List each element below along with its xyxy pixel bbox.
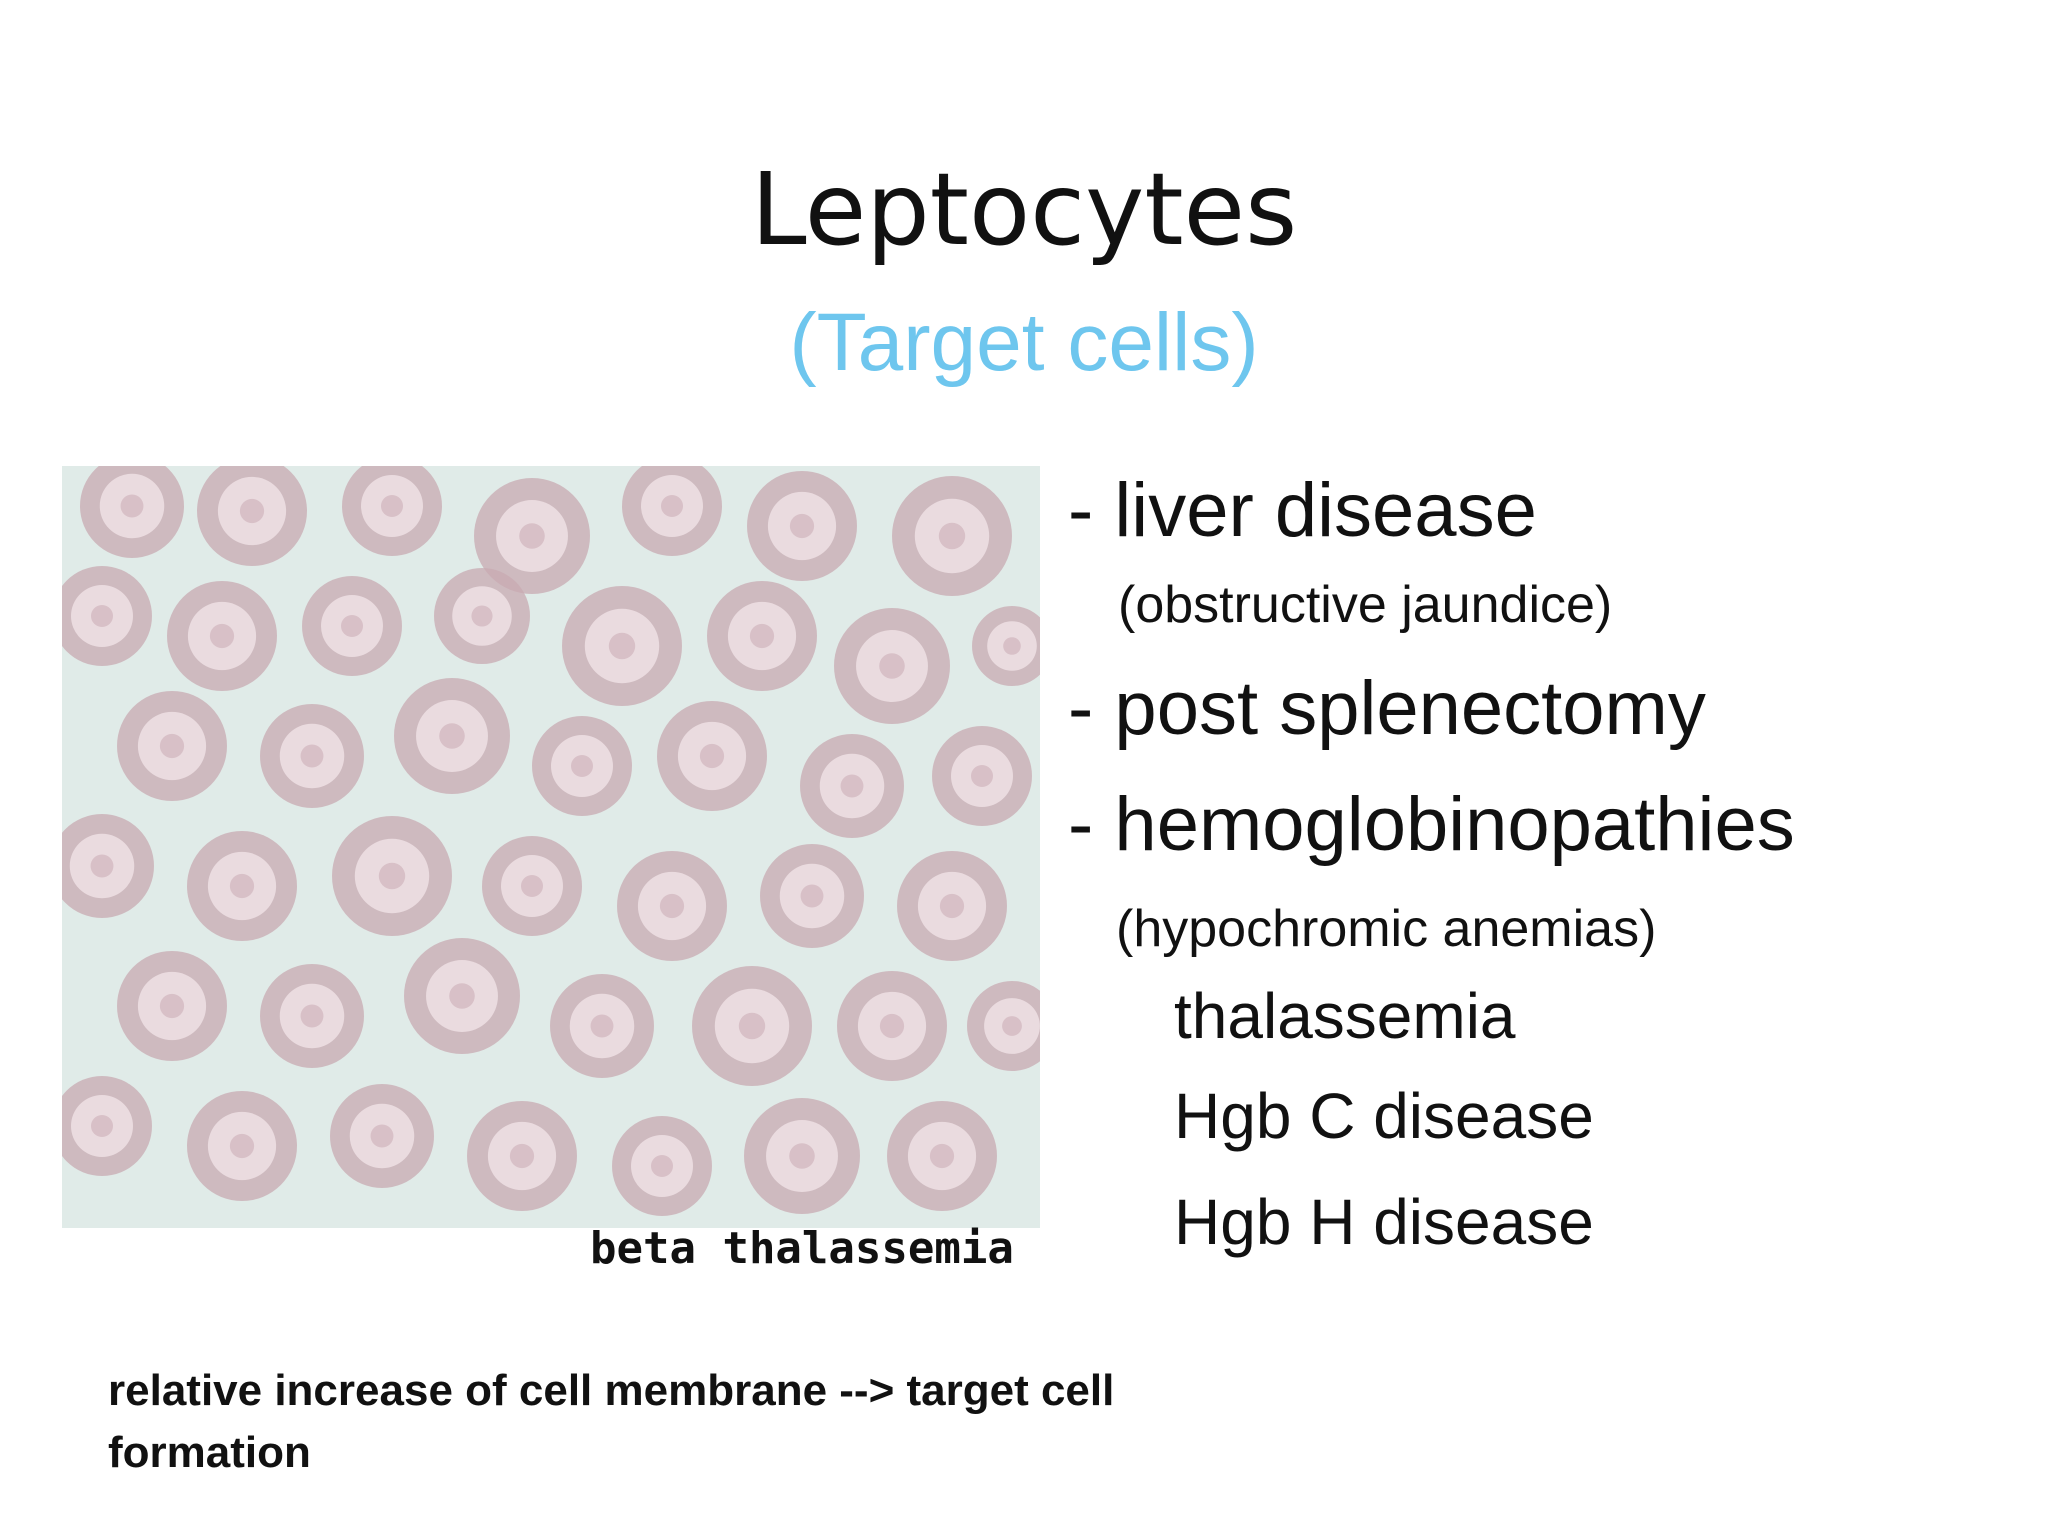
bullet-hgb-c-disease: Hgb C disease [1174, 1080, 1594, 1152]
red-blood-cell [744, 1098, 860, 1214]
bullet-obstructive-jaundice: (obstructive jaundice) [1118, 576, 1613, 634]
red-blood-cell [197, 466, 307, 566]
red-blood-cell [967, 981, 1040, 1071]
red-blood-cell [62, 1076, 152, 1176]
red-blood-cell [404, 938, 520, 1054]
red-blood-cell [532, 716, 632, 816]
bullet-hgb-h-disease: Hgb H disease [1174, 1186, 1594, 1258]
bullet-hemoglobinopathies: - hemoglobinopathies [1068, 782, 1795, 867]
red-blood-cell [837, 971, 947, 1081]
footer-line-2: formation [108, 1428, 311, 1477]
red-blood-cell [62, 814, 154, 918]
red-blood-cell [260, 704, 364, 808]
red-blood-cell [617, 851, 727, 961]
red-blood-cell [482, 836, 582, 936]
red-blood-cell [887, 1101, 997, 1211]
red-blood-cell [612, 1116, 712, 1216]
image-caption: beta thalassemia [590, 1223, 1014, 1274]
red-blood-cell [562, 586, 682, 706]
red-blood-cell [434, 568, 530, 664]
red-blood-cell [260, 964, 364, 1068]
red-blood-cell [187, 831, 297, 941]
red-blood-cell [62, 566, 152, 666]
footer-note: relative increase of cell membrane --> t… [108, 1360, 1288, 1484]
red-blood-cell [932, 726, 1032, 826]
bullet-liver-disease: - liver disease [1068, 468, 1537, 553]
red-blood-cell [394, 678, 510, 794]
red-blood-cell [550, 974, 654, 1078]
red-blood-cell [897, 851, 1007, 961]
red-blood-cell [747, 471, 857, 581]
slide-title: Leptocytes [750, 151, 1298, 268]
red-blood-cell [692, 966, 812, 1086]
blood-smear-micrograph [62, 466, 1040, 1228]
red-blood-cell [972, 606, 1040, 686]
red-blood-cell [117, 691, 227, 801]
footer-line-1: relative increase of cell membrane --> t… [108, 1366, 1115, 1415]
red-blood-cell [167, 581, 277, 691]
red-blood-cell [187, 1091, 297, 1201]
blood-smear-image [62, 466, 1040, 1216]
red-blood-cell [892, 476, 1012, 596]
bullet-hypochromic-anemias: (hypochromic anemias) [1116, 900, 1657, 958]
red-blood-cell [330, 1084, 434, 1188]
red-blood-cell [302, 576, 402, 676]
bullet-thalassemia: thalassemia [1174, 980, 1516, 1052]
red-blood-cell [474, 478, 590, 594]
red-blood-cell [467, 1101, 577, 1211]
red-blood-cell [80, 466, 184, 558]
red-blood-cell [800, 734, 904, 838]
red-blood-cell [707, 581, 817, 691]
red-blood-cell [760, 844, 864, 948]
red-blood-cell [342, 466, 442, 556]
red-blood-cell [622, 466, 722, 556]
red-blood-cell [657, 701, 767, 811]
red-blood-cell [332, 816, 452, 936]
red-blood-cell [117, 951, 227, 1061]
red-blood-cell [834, 608, 950, 724]
slide-subtitle: (Target cells) [789, 297, 1259, 388]
bullet-post-splenectomy: - post splenectomy [1068, 666, 1706, 751]
